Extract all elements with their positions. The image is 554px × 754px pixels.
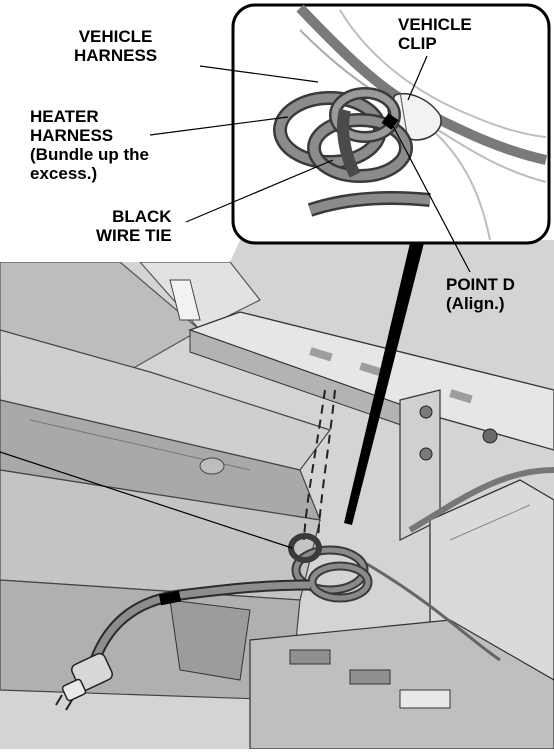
label-point-d: POINT D (Align.) [446,275,515,313]
box-edge [449,504,531,541]
leader-vehicle-clip [407,55,428,101]
engine-bay-scene [0,240,554,749]
label-line: (Align.) [446,294,505,313]
hose [408,467,554,533]
label-line: POINT D [446,275,515,294]
thin-wire-3 [429,124,547,183]
label-vehicle-clip: VEHICLE CLIP [398,15,472,53]
bracket-slot [169,279,201,321]
label-line: VEHICLE [78,27,153,46]
label-vehicle-harness: VEHICLE HARNESS [74,27,157,65]
mount-block [169,599,251,681]
point-d-mark [381,113,399,130]
label-black-wire-tie: BLACK WIRE TIE [96,207,172,245]
label-line: CLIP [398,34,437,53]
detail-inset [231,3,551,245]
beam-bolt [199,457,225,475]
bar-slot-1 [309,347,333,362]
label-line: excess.) [30,164,98,183]
label-line: (Bundle up the [30,145,149,164]
callout-pointer [344,243,424,525]
leader-black-wire-tie [185,159,334,223]
leader-heater-harness [149,116,289,136]
label-line: HARNESS [30,126,114,145]
plate-tab-1 [289,649,331,665]
bracket-bolt-2 [419,447,433,461]
thin-tube [359,558,501,662]
inset-wire-tie [337,108,361,178]
inset-harness-loop-3-fill [331,89,399,141]
thin-wire-1 [339,9,547,138]
hidden-harness-route-1 [317,389,336,541]
label-line: HEATER [30,107,99,126]
label-line: VEHICLE [398,15,472,34]
label-line: WIRE TIE [96,226,172,245]
bar-slot-3 [449,389,473,404]
leader-point-d [391,123,471,273]
leader-line-lower [0,451,293,549]
bar-slot-2 [359,362,383,377]
upper-bracket [0,261,202,371]
label-line: BLACK [112,207,172,226]
leader-vehicle-harness [199,65,319,83]
bracket-bolt-3 [482,428,498,444]
label-heater-harness: HEATER HARNESS (Bundle up the excess.) [30,107,149,183]
plate-window [399,689,451,709]
bracket-bolt-1 [419,405,433,419]
plate-tab-2 [349,669,391,685]
inset-harness-tail-fill [308,193,431,215]
label-line: HARNESS [74,46,158,65]
heater-cord-fill [91,581,311,662]
plug-icon [55,652,114,711]
cord-band [158,590,182,606]
hidden-harness-route-2 [303,389,326,541]
inset-harness-loop-2-fill [309,115,411,181]
harness-loop-2-fill [309,563,371,601]
